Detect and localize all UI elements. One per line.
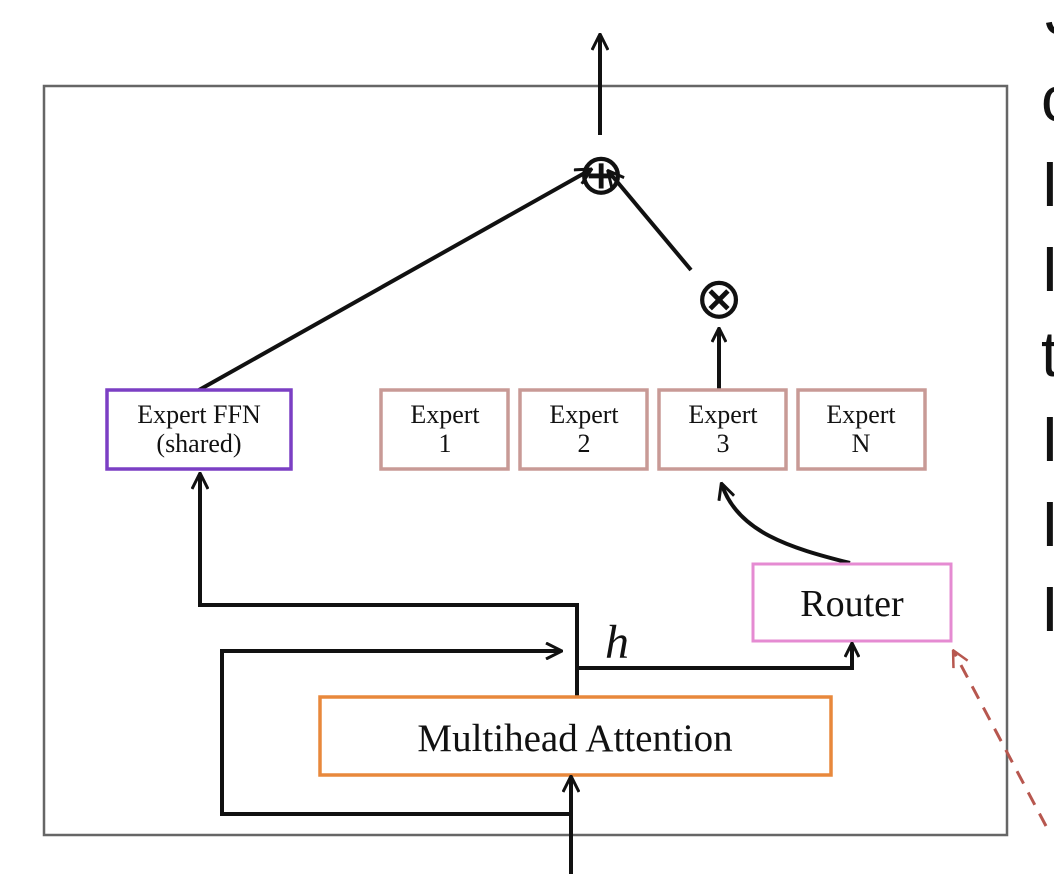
- hidden-state-label: h: [605, 616, 629, 669]
- expert-2-number: 2: [578, 429, 591, 458]
- side-text-line-6: I: [1041, 403, 1054, 475]
- shared-expert-subtitle: (shared): [156, 429, 241, 458]
- expert-3-box: Expert 3: [657, 388, 788, 471]
- side-text-line-5: t: [1041, 318, 1054, 390]
- expert-1-box: Expert 1: [379, 388, 510, 471]
- shared-path-from-hidden-state: [200, 475, 579, 664]
- side-text-line-3: I: [1041, 148, 1054, 220]
- expert-2-box: Expert 2: [518, 388, 649, 471]
- multiply-to-add-arrow: [609, 172, 693, 272]
- expert-n-label: N: [852, 429, 871, 458]
- router-box: Router: [751, 562, 953, 643]
- expert-3-title: Expert: [688, 400, 758, 429]
- expert-n-title: Expert: [826, 400, 896, 429]
- side-text-line-4: I: [1041, 233, 1054, 305]
- side-text-line-1: J: [1045, 0, 1054, 48]
- shared-expert-box: Expert FFN (shared): [105, 388, 293, 471]
- side-text-line-2: c: [1041, 63, 1054, 135]
- expert-1-title: Expert: [410, 400, 480, 429]
- shared-expert-to-add-arrow: [198, 170, 590, 392]
- expert-3-number: 3: [717, 429, 730, 458]
- multihead-attention-box: Multihead Attention: [318, 695, 833, 777]
- expert-1-number: 1: [439, 429, 452, 458]
- side-text-line-7: I: [1041, 488, 1054, 560]
- side-text-line-8: I: [1041, 573, 1054, 645]
- multihead-attention-label: Multihead Attention: [417, 717, 732, 760]
- multiply-operator-icon: ⊗: [695, 266, 744, 331]
- dashed-router-link: [954, 652, 1048, 827]
- hidden-state-to-router-path: [577, 645, 852, 670]
- outer-block-frame: [42, 84, 1009, 837]
- cropped-side-text: J c I I t I I I: [1041, 0, 1054, 645]
- shared-expert-title: Expert FFN: [137, 400, 261, 429]
- residual-skip-path: [220, 651, 572, 816]
- router-to-expert-3-arrow: [722, 485, 851, 565]
- expert-n-box: Expert N: [796, 388, 927, 471]
- expert-2-title: Expert: [549, 400, 619, 429]
- router-label: Router: [800, 583, 904, 625]
